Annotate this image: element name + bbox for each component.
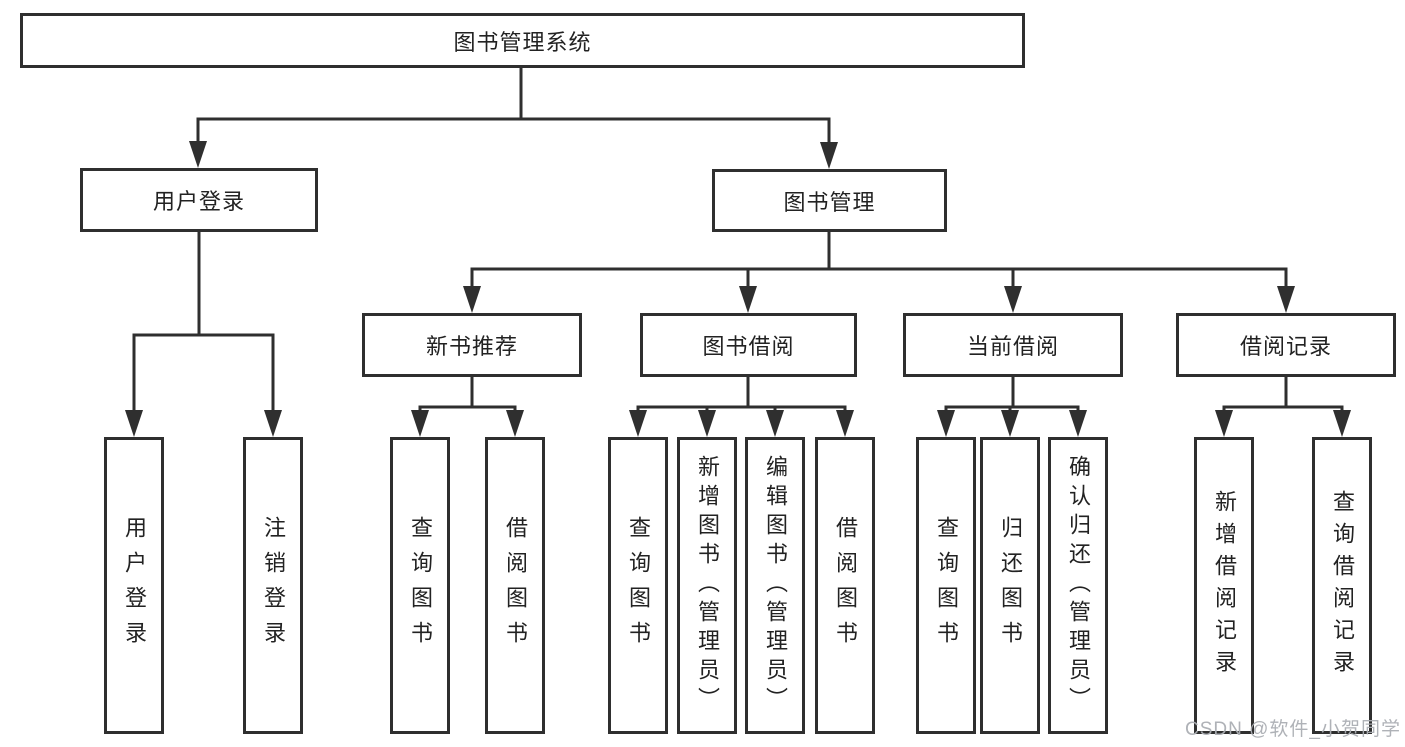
leaf-add-books-admin-label: 新增图书（管理员） bbox=[695, 455, 720, 716]
leaf-query-books-current: 查询图书 bbox=[916, 437, 976, 734]
leaf-borrow-books: 借阅图书 bbox=[815, 437, 875, 734]
leaf-query-books-recommend: 查询图书 bbox=[390, 437, 450, 734]
node-user-login: 用户登录 bbox=[80, 168, 318, 232]
leaf-confirm-return-admin-label: 确认归还（管理员） bbox=[1066, 455, 1091, 716]
leaf-query-borrow-record-label: 查询借阅记录 bbox=[1330, 489, 1355, 682]
node-book-borrow: 图书借阅 bbox=[640, 313, 857, 377]
leaf-query-books-recommend-label: 查询图书 bbox=[408, 515, 433, 656]
leaf-add-borrow-record: 新增借阅记录 bbox=[1194, 437, 1254, 734]
leaf-add-books-admin: 新增图书（管理员） bbox=[677, 437, 737, 734]
leaf-user-login-label: 用户登录 bbox=[122, 515, 147, 656]
leaf-logout-label: 注销登录 bbox=[261, 515, 286, 656]
leaf-edit-books-admin-label: 编辑图书（管理员） bbox=[763, 455, 788, 716]
leaf-borrow-books-label: 借阅图书 bbox=[833, 515, 858, 656]
leaf-query-books-borrow: 查询图书 bbox=[608, 437, 668, 734]
leaf-return-books: 归还图书 bbox=[980, 437, 1040, 734]
leaf-confirm-return-admin: 确认归还（管理员） bbox=[1048, 437, 1108, 734]
node-current-borrow: 当前借阅 bbox=[903, 313, 1123, 377]
leaf-user-login: 用户登录 bbox=[104, 437, 164, 734]
leaf-add-borrow-record-label: 新增借阅记录 bbox=[1212, 489, 1237, 682]
node-book-management: 图书管理 bbox=[712, 169, 947, 232]
leaf-borrow-books-recommend-label: 借阅图书 bbox=[503, 515, 528, 656]
leaf-logout: 注销登录 bbox=[243, 437, 303, 734]
node-new-book-recommend: 新书推荐 bbox=[362, 313, 582, 377]
arrowheads bbox=[125, 141, 1351, 437]
csdn-watermark: CSDN @软件_小贺同学 bbox=[1185, 719, 1401, 740]
node-borrow-records: 借阅记录 bbox=[1176, 313, 1396, 377]
leaf-query-borrow-record: 查询借阅记录 bbox=[1312, 437, 1372, 734]
leaf-return-books-label: 归还图书 bbox=[998, 515, 1023, 656]
leaf-edit-books-admin: 编辑图书（管理员） bbox=[745, 437, 805, 734]
leaf-borrow-books-recommend: 借阅图书 bbox=[485, 437, 545, 734]
node-root-system: 图书管理系统 bbox=[20, 13, 1025, 68]
leaf-query-books-borrow-label: 查询图书 bbox=[626, 515, 651, 656]
leaf-query-books-current-label: 查询图书 bbox=[934, 515, 959, 656]
